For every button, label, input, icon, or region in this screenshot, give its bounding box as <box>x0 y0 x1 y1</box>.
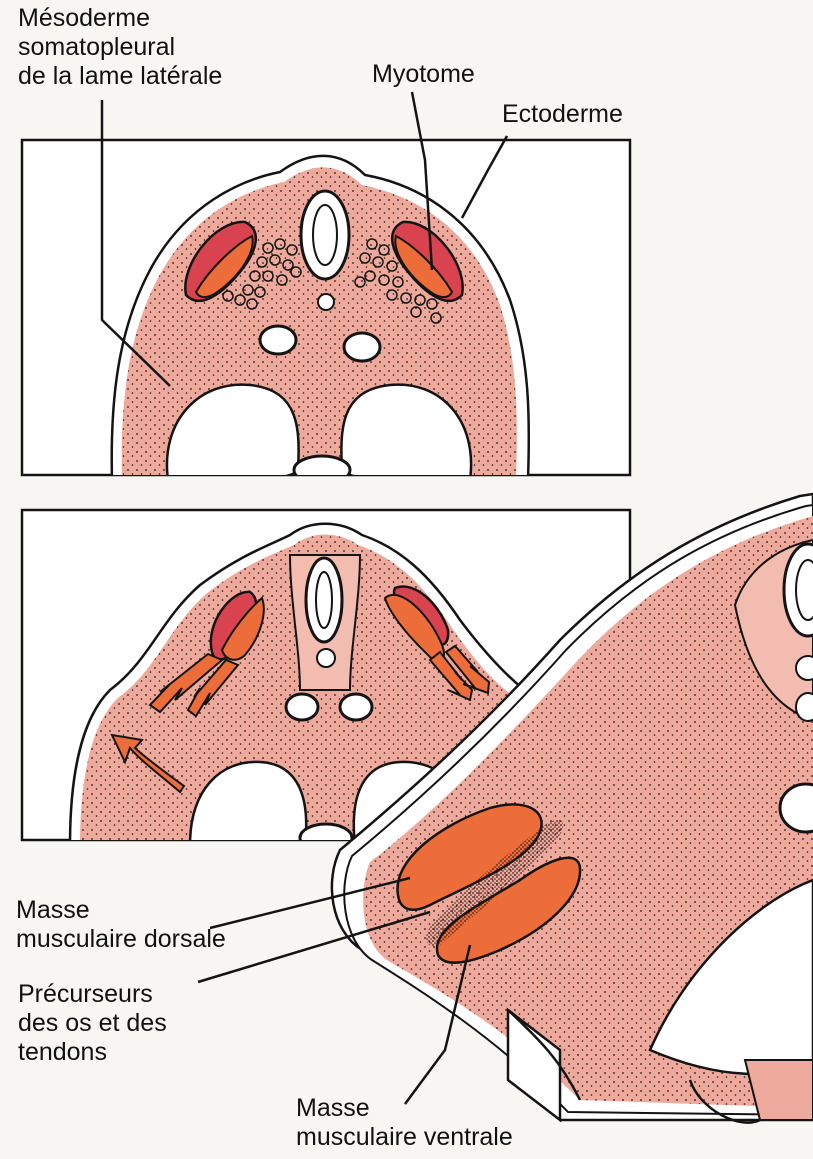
middle-aorta-right <box>340 694 372 720</box>
dorsal-muscle-mass-label: Masse musculaire dorsale <box>16 896 226 954</box>
top-aorta-left <box>260 326 296 354</box>
ectoderm-label: Ectoderme <box>502 100 623 129</box>
mesoderm-label: Mésoderme somatopleural de la lame latér… <box>18 4 222 91</box>
top-gut <box>294 456 350 484</box>
precursors-label: Précurseurs des os et des tendons <box>18 980 167 1067</box>
middle-neural-tube <box>306 558 342 642</box>
top-aorta-right <box>344 333 380 361</box>
top-section <box>22 140 630 484</box>
ventral-muscle-mass-label: Masse musculaire ventrale <box>296 1094 513 1152</box>
middle-aorta-left <box>286 694 318 720</box>
myotome-label: Myotome <box>372 60 475 89</box>
